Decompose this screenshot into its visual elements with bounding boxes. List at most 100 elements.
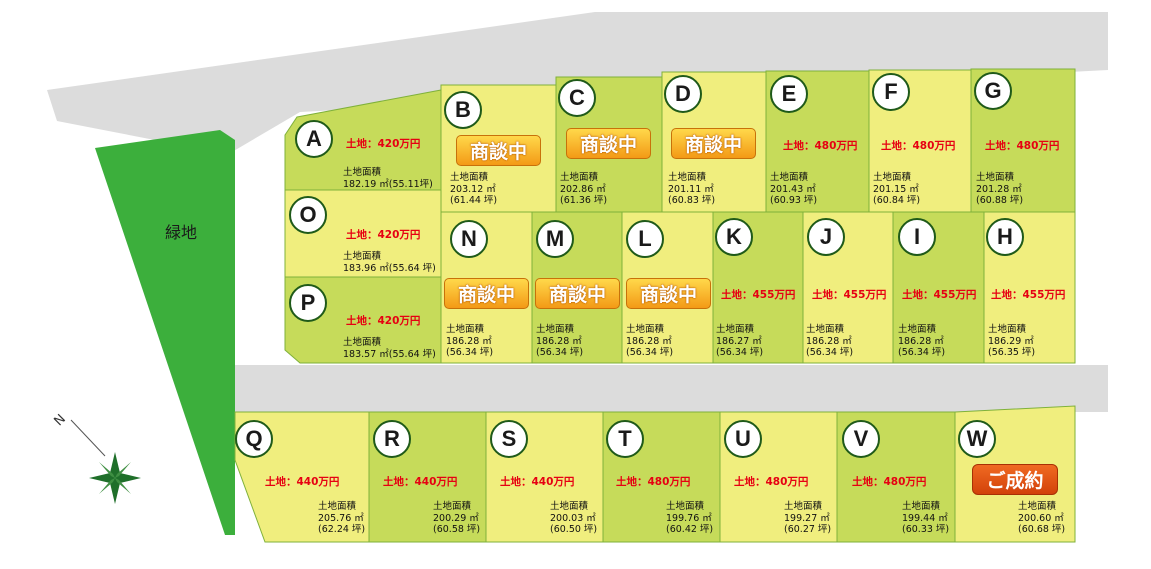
lot-area-tsubo: (60.84 坪)	[873, 195, 921, 206]
lot-area-tsubo: (60.33 坪)	[902, 524, 950, 535]
lot-area-label: 土地面積	[716, 324, 755, 335]
lot-price: 土地：420万円	[346, 315, 421, 327]
lot-price: 土地：455万円	[812, 289, 887, 301]
lot-letter-badge: K	[715, 218, 753, 256]
lot-letter-badge: R	[373, 420, 411, 458]
lot-area-value: 186.28 ㎡	[446, 335, 492, 347]
lot-area-label: 土地面積	[433, 501, 472, 512]
lot-letter-badge: W	[958, 420, 996, 458]
lot-area-value: 199.27 ㎡	[784, 512, 830, 524]
lot-price: 土地：480万円	[852, 476, 927, 488]
lot-area-label: 土地面積	[343, 167, 382, 178]
lot-price: 土地：440万円	[500, 476, 575, 488]
lot-letter-badge: Q	[235, 420, 273, 458]
lot-area-value: 199.76 ㎡	[666, 512, 712, 524]
lot-area-value: 205.76 ㎡	[318, 512, 364, 524]
lot-letter-badge: G	[974, 72, 1012, 110]
lot-area-value: 186.28 ㎡	[898, 335, 944, 347]
negotiating-status-badge: 商談中	[456, 135, 541, 166]
lot-area-label: 土地面積	[318, 501, 357, 512]
lot-area-tsubo: (56.34 坪)	[716, 347, 764, 358]
lot-letter-badge: H	[986, 218, 1024, 256]
lot-area-tsubo: (56.34 坪)	[446, 347, 494, 358]
lot-letter-badge: B	[444, 91, 482, 129]
lot-area-label: 土地面積	[450, 172, 489, 183]
lot-area-label: 土地面積	[873, 172, 912, 183]
lot-letter-badge: A	[295, 120, 333, 158]
lot-area-tsubo: (60.83 坪)	[668, 195, 716, 206]
lot-letter-badge: M	[536, 220, 574, 258]
lot-letter-badge: P	[289, 284, 327, 322]
lot-area-label: 土地面積	[976, 172, 1015, 183]
lot-price: 土地：440万円	[265, 476, 340, 488]
lot-area-label: 土地面積	[902, 501, 941, 512]
lot-area-value: 186.29 ㎡	[988, 335, 1034, 347]
lot-letter-badge: U	[724, 420, 762, 458]
lot-area-value: 186.27 ㎡	[716, 335, 762, 347]
lot-area-value: 200.03 ㎡	[550, 512, 596, 524]
negotiating-status-badge: 商談中	[444, 278, 529, 309]
lot-price: 土地：455万円	[721, 289, 796, 301]
lot-area-label: 土地面積	[343, 251, 382, 262]
lot-price: 土地：440万円	[383, 476, 458, 488]
lot-area-label: 土地面積	[536, 324, 575, 335]
negotiating-status-badge: 商談中	[626, 278, 711, 309]
lot-area-tsubo: (60.93 坪)	[770, 195, 818, 206]
lot-area-tsubo: (56.34 坪)	[626, 347, 674, 358]
lot-area-value: 203.12 ㎡	[450, 183, 496, 195]
lot-area-value: 200.29 ㎡	[433, 512, 479, 524]
lot-area-label: 土地面積	[770, 172, 809, 183]
green-space-area	[95, 130, 235, 535]
lot-area-label: 土地面積	[626, 324, 665, 335]
lot-letter-badge: D	[664, 75, 702, 113]
lot-letter-badge: S	[490, 420, 528, 458]
lot-letter-badge: V	[842, 420, 880, 458]
lot-letter-badge: I	[898, 218, 936, 256]
compass-rose-icon	[70, 419, 141, 504]
lot-letter-badge: O	[289, 196, 327, 234]
lot-price: 土地：480万円	[783, 140, 858, 152]
green-space-label: 緑地	[165, 223, 198, 242]
lot-area-tsubo: (60.27 坪)	[784, 524, 832, 535]
lot-letter-badge: C	[558, 79, 596, 117]
lot-area-tsubo: (60.58 坪)	[433, 524, 481, 535]
lot-area-label: 土地面積	[898, 324, 937, 335]
lot-area-tsubo: (56.34 坪)	[898, 347, 946, 358]
lot-price: 土地：420万円	[346, 229, 421, 241]
lot-area-tsubo: (60.50 坪)	[550, 524, 598, 535]
lot-area-value: 202.86 ㎡	[560, 183, 606, 195]
lot-area-tsubo: (56.34 坪)	[806, 347, 854, 358]
lot-area-tsubo: (60.88 坪)	[976, 195, 1024, 206]
lot-area-label: 土地面積	[988, 324, 1027, 335]
lot-area-tsubo: (60.68 坪)	[1018, 524, 1066, 535]
lot-letter-badge: T	[606, 420, 644, 458]
lot-area-value: 183.96 ㎡(55.64 坪)	[343, 262, 436, 274]
lot-price: 土地：480万円	[881, 140, 956, 152]
lot-price: 土地：420万円	[346, 138, 421, 150]
road-middle	[232, 365, 1108, 412]
lot-letter-badge: E	[770, 75, 808, 113]
lot-price: 土地：455万円	[991, 289, 1066, 301]
lot-price: 土地：480万円	[985, 140, 1060, 152]
lot-area-label: 土地面積	[560, 172, 599, 183]
lot-area-label: 土地面積	[343, 337, 382, 348]
lot-area-value: 186.28 ㎡	[626, 335, 672, 347]
